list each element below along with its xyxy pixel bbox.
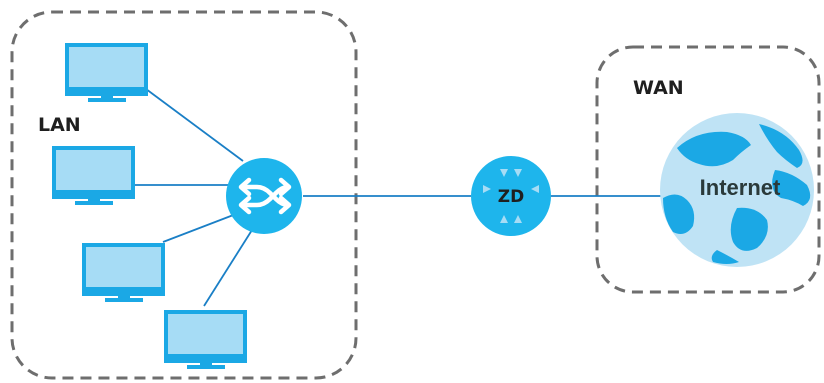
wan-zone-label: WAN — [633, 77, 684, 99]
links — [133, 88, 663, 307]
lan-zone-label: LAN — [38, 114, 81, 136]
monitor-icon — [82, 243, 165, 302]
monitor-icon — [65, 43, 148, 102]
lan-computers — [52, 43, 247, 369]
link-pc4-switch — [203, 229, 253, 307]
router-label: ZD — [498, 187, 524, 207]
wan-zone — [595, 45, 821, 294]
switch-icon — [226, 158, 302, 234]
router-icon — [471, 156, 551, 236]
internet-label: Internet — [700, 175, 781, 200]
monitor-icon — [164, 310, 247, 369]
link-pc1-switch — [145, 88, 244, 162]
lan-zone — [10, 10, 358, 380]
monitor-icon — [52, 146, 135, 205]
link-pc3-switch — [162, 213, 237, 243]
globe-icon — [660, 113, 814, 267]
